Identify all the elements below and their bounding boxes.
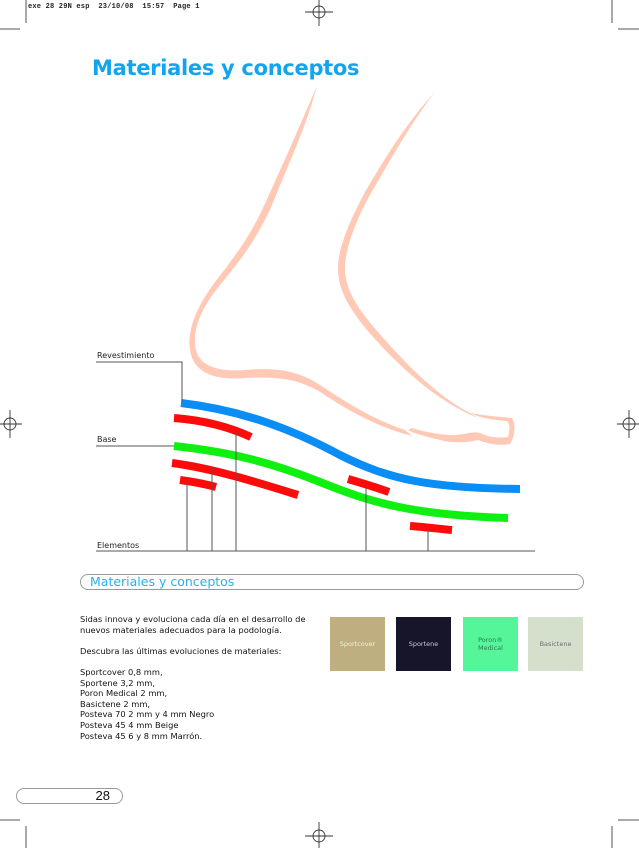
page-number: 28 bbox=[95, 788, 110, 803]
materials-list: Sportcover 0,8 mm, Sportene 3,2 mm, Poro… bbox=[80, 667, 330, 741]
section-header-bar bbox=[80, 574, 584, 590]
page-title: Materiales y conceptos bbox=[92, 56, 360, 80]
page-number-pill bbox=[16, 788, 123, 804]
leader-lines bbox=[96, 361, 535, 552]
swatch-label: Basictene bbox=[539, 640, 572, 648]
material-item: Posteva 45 6 y 8 mm Marrón. bbox=[80, 730, 203, 741]
swatch-label: Sportene bbox=[408, 640, 439, 648]
intro-paragraph: Sidas innova y evoluciona cada día en el… bbox=[80, 614, 306, 635]
label-elementos: Elementos bbox=[97, 541, 140, 550]
material-item: Basictene 2 mm, bbox=[80, 698, 151, 709]
material-item: Poron Medical 2 mm, bbox=[80, 688, 168, 699]
lead-paragraph: Descubra las últimas evoluciones de mate… bbox=[80, 645, 282, 656]
revestimiento-layer bbox=[180, 399, 521, 493]
material-item: Posteva 45 4 mm Beige bbox=[80, 719, 179, 730]
print-slug: exe 28 29N esp 23/10/08 15:57 Page 1 bbox=[28, 3, 200, 11]
swatch-label: Sportcover bbox=[339, 640, 376, 648]
base-layer bbox=[173, 442, 509, 522]
section-title: Materiales y conceptos bbox=[90, 574, 235, 589]
foot-outline-illustration bbox=[189, 86, 515, 445]
material-item: Posteva 70 2 mm y 4 mm Negro bbox=[80, 709, 215, 720]
swatch-label: Poron® Medical bbox=[478, 636, 503, 652]
swatch-poron-medical: Poron® Medical bbox=[463, 617, 518, 671]
body-text: Sidas innova y evoluciona cada día en el… bbox=[80, 614, 330, 741]
swatch-sportcover: Sportcover bbox=[330, 617, 385, 671]
material-item: Sportcover 0,8 mm, bbox=[80, 666, 163, 677]
material-item: Sportene 3,2 mm, bbox=[80, 677, 156, 688]
label-revestimiento: Revestimiento bbox=[97, 351, 155, 360]
swatch-sportene: Sportene bbox=[396, 617, 451, 671]
element-pads bbox=[171, 414, 453, 534]
swatch-basictene: Basictene bbox=[528, 617, 583, 671]
label-base: Base bbox=[97, 435, 117, 444]
